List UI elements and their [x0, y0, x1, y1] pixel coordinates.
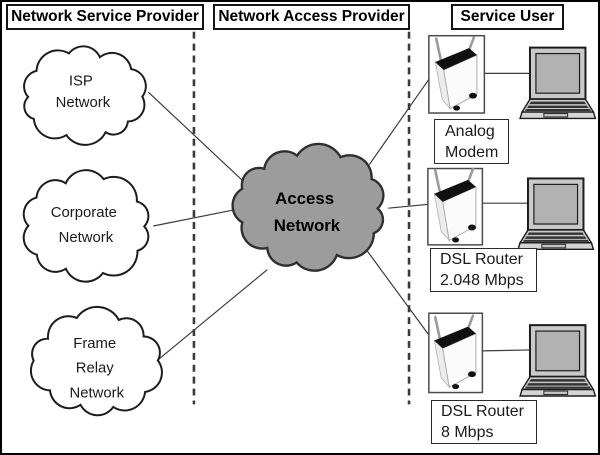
dsl-router-2048-label: DSL Router 2.048 Mbps: [430, 248, 537, 292]
header-network-service-provider: Network Service Provider: [6, 4, 204, 30]
dsl-router-8-label-line2: 8 Mbps: [441, 424, 494, 441]
corporate-network-cloud-label: Corporate Network: [51, 205, 121, 246]
computer-icon-1: [519, 46, 597, 120]
isp-network-cloud: [23, 45, 147, 146]
header-network-access-provider: Network Access Provider: [213, 4, 410, 30]
frame-relay-network-cloud-label: Frame Relay Network: [70, 336, 125, 402]
computer-icon-3: [519, 324, 597, 397]
corporate-network-cloud: [22, 169, 150, 283]
link-frame-relay-to-access: [158, 269, 268, 360]
link-isp-to-access: [147, 91, 244, 182]
computer-icon-2: [517, 177, 595, 251]
analog-modem-label: Analog Modem: [434, 119, 509, 164]
isp-network-cloud-label: ISP Network: [56, 73, 111, 111]
dsl-router-2048-label-line1: DSL Router: [440, 251, 523, 268]
frame-relay-network-cloud: [29, 305, 163, 417]
access-network-cloud: [231, 142, 385, 272]
link-access-to-dsl-router-8: [365, 249, 433, 340]
dsl-router-2048-label-line2: 2.048 Mbps: [440, 272, 524, 289]
analog-modem-label-line1: Analog: [445, 122, 495, 140]
link-access-to-analog-modem: [368, 78, 430, 165]
link-access-to-dsl-router-2048: [388, 203, 430, 209]
link-corporate-to-access: [153, 209, 233, 227]
analog-modem-label-line2: Modem: [445, 143, 499, 161]
dsl-router-8-label: DSL Router 8 Mbps: [431, 400, 537, 444]
link-dsl-router-8-to-computer: [481, 349, 531, 352]
dsl-router-8-label-line1: DSL Router: [441, 403, 524, 420]
header-service-user: Service User: [451, 4, 564, 30]
access-network-cloud-label: Access Network: [274, 189, 341, 235]
